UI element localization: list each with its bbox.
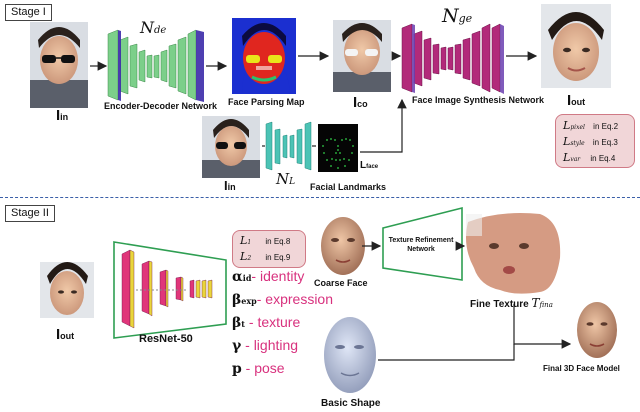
stage1-loss-box xyxy=(555,114,635,168)
texture-refinement-block xyxy=(382,206,463,281)
input-label: Iin xyxy=(56,107,69,124)
input2-label: Iin xyxy=(224,178,236,193)
stage2-loss-box xyxy=(232,230,306,268)
encoder-decoder-label: Encoder-Decoder Network xyxy=(104,101,218,111)
landmark-network xyxy=(265,121,312,171)
encoder-decoder-network xyxy=(107,29,204,102)
co-label: Ico xyxy=(353,94,368,111)
n-l-symbol: NL xyxy=(276,170,296,188)
facial-landmarks-label: Facial Landmarks xyxy=(310,182,387,192)
stage1-loss-var: Lvar in Eq.4 xyxy=(563,151,616,164)
stage-two-label: Stage II xyxy=(5,205,55,222)
facial-landmarks-map xyxy=(318,124,358,172)
stage2-input-photo xyxy=(40,262,94,318)
stage-one-label: Stage I xyxy=(5,4,52,21)
param-expression: βexp- expression xyxy=(232,291,334,308)
arrow-landmarks-to-synthesis xyxy=(360,98,407,153)
final-model-label: Final 3D Face Model xyxy=(543,364,620,373)
face-synthesis-network xyxy=(401,23,504,94)
coarse-face-label: Coarse Face xyxy=(314,278,368,288)
coarse-output-photo xyxy=(333,20,391,92)
stage1-loss-style: Lstyle in Eq.3 xyxy=(563,135,618,148)
fine-texture-label: Fine Texture Tfina xyxy=(470,296,553,310)
resnet-label: ResNet-50 xyxy=(139,333,193,345)
stage1-loss-pixel: Lpixel in Eq.2 xyxy=(563,119,619,132)
fine-texture-map xyxy=(466,213,561,294)
output-label: Iout xyxy=(567,92,586,109)
stage2-loss-1: L1 in Eq.8 xyxy=(240,234,291,247)
texture-net-label: Texture Refinement Network xyxy=(388,237,454,253)
synthesis-network-label: Face Image Synthesis Network xyxy=(412,95,545,105)
arrow-shape-to-final xyxy=(378,344,515,361)
arrow-fine-to-final xyxy=(513,304,572,349)
stage2-loss-2: L2 in Eq.9 xyxy=(240,250,291,263)
basic-shape-label: Basic Shape xyxy=(321,398,381,409)
param-identity: αid- identity xyxy=(232,268,305,285)
param-pose: p - pose xyxy=(232,360,285,377)
n-de-symbol: Nde xyxy=(140,18,167,37)
final-face-model xyxy=(577,302,617,358)
input-face-photo-landmark xyxy=(202,116,260,178)
param-lighting: γ - lighting xyxy=(232,337,299,354)
coarse-face-model xyxy=(321,217,365,275)
face-parsing-map xyxy=(232,18,296,94)
n-ge-symbol: Nge xyxy=(442,5,473,27)
basic-shape-model xyxy=(324,317,376,393)
input-face-photo xyxy=(30,22,88,108)
lface-label: Lface xyxy=(360,160,379,171)
face-parsing-label: Face Parsing Map xyxy=(228,97,305,107)
stage2-input-label: Iout xyxy=(56,326,75,343)
output-face-photo xyxy=(541,4,611,88)
resnet-block xyxy=(113,241,227,339)
param-texture: βt - texture xyxy=(232,314,301,331)
stage-divider xyxy=(0,197,640,198)
